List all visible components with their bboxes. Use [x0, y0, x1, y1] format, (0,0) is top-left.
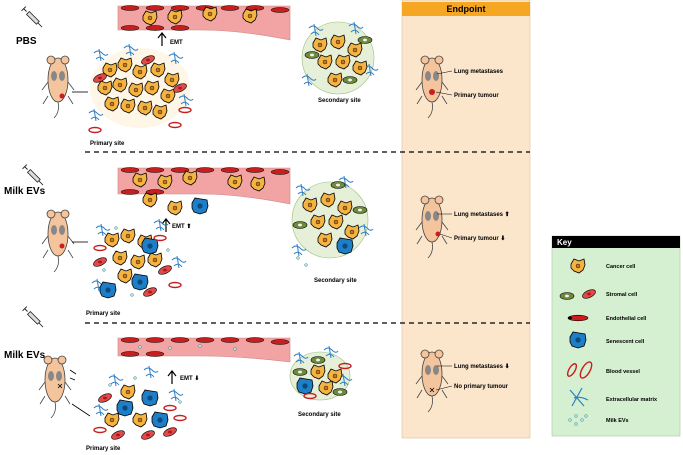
endpoint-header — [402, 2, 530, 16]
secondary-site — [301, 21, 379, 95]
endothelial-cell-icon — [567, 314, 589, 322]
mouse-icon — [41, 209, 75, 273]
row-title: Milk EVs — [4, 350, 46, 361]
extracellular-matrix-icon — [569, 387, 589, 407]
secondary-site — [291, 175, 374, 267]
key-label: Endothelial cell — [606, 316, 647, 322]
mouse-icon — [38, 355, 72, 419]
key-label: Blood vessel — [606, 369, 640, 375]
endpoint-text: Lung metastases — [454, 69, 504, 75]
mouse-icon — [41, 55, 75, 119]
primary-site-label: Primary site — [86, 311, 121, 317]
emt-label: EMT ⬆ — [172, 223, 191, 230]
row-title: Milk EVs — [4, 186, 46, 197]
endpoint-text: Lung metastases ⬇ — [454, 363, 510, 370]
primary-tumour — [88, 43, 194, 134]
secondary-site — [289, 345, 353, 401]
blood-vessel-icon — [566, 361, 593, 379]
row-milk-evs-1: Milk EVs EMT ⬆ Primary site — [4, 164, 510, 317]
syringe-icon — [22, 306, 44, 328]
key-label: Milk EVs — [606, 418, 629, 424]
emt-label: EMT — [170, 40, 183, 46]
primary-tumour — [91, 218, 187, 299]
syringe-icon — [21, 6, 43, 28]
secondary-site-label: Secondary site — [314, 278, 357, 284]
key-title: Key — [557, 238, 572, 247]
secondary-site-label: Secondary site — [318, 98, 361, 104]
endpoint-title: Endpoint — [447, 4, 486, 14]
key-panel: Key Cancer cell Stromal cell Endothelial… — [551, 235, 681, 437]
primary-site-label: Primary site — [90, 141, 125, 147]
senescent-cell-icon — [569, 331, 587, 349]
endpoint-text: Primary tumour ⬇ — [454, 235, 505, 242]
secondary-site-label: Secondary site — [298, 412, 341, 418]
key-label: Senescent cell — [606, 339, 645, 345]
syringe-icon — [22, 164, 44, 186]
endpoint-text: Primary tumour — [454, 93, 499, 99]
key-label: Extracellular matrix — [606, 397, 658, 403]
key-label: Cancer cell — [606, 264, 636, 270]
key-label: Stromal cell — [606, 292, 638, 298]
endpoint-panel — [401, 0, 531, 439]
row-title: PBS — [16, 36, 37, 47]
primary-site-label: Primary site — [86, 446, 121, 452]
row-milk-evs-2: Milk EVs EMT ⬇ Primary site — [4, 306, 510, 452]
emt-label: EMT ⬇ — [180, 375, 199, 382]
endpoint-text: No primary tumour — [454, 384, 509, 390]
row-pbs: PBS EMT Primary site — [16, 5, 504, 147]
endpoint-text: Lung metastases ⬆ — [454, 211, 510, 218]
